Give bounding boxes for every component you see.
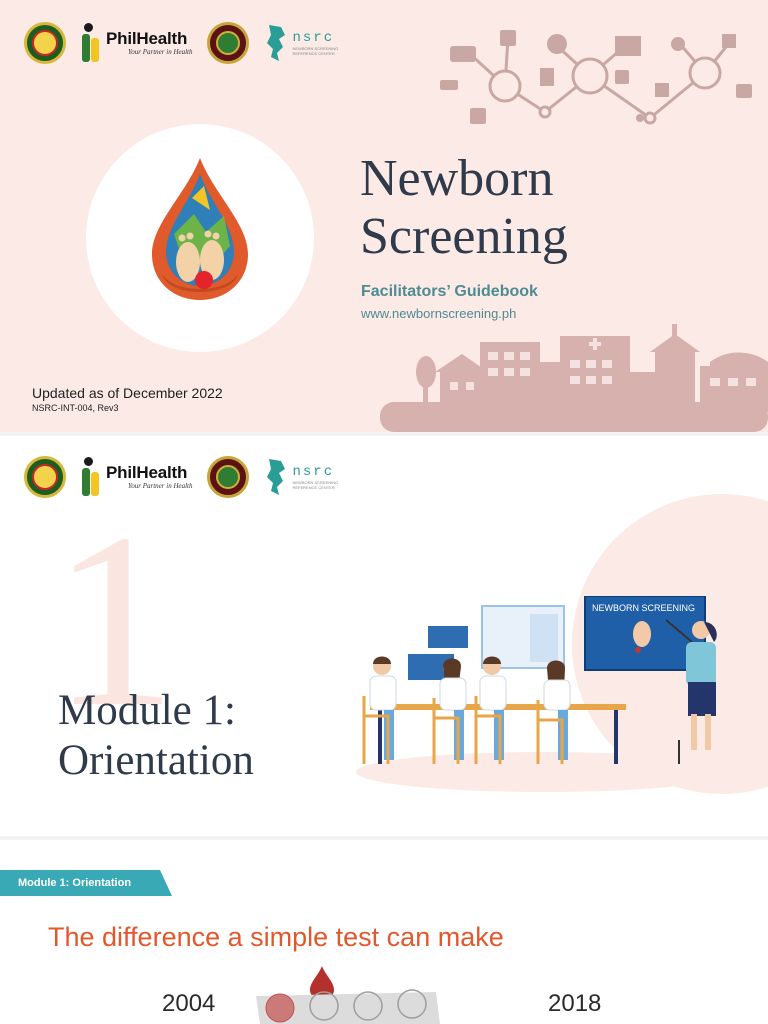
updated-date: Updated as of December 2022 <box>32 385 223 401</box>
nsrc-name: nsrc <box>292 464 335 480</box>
up-seal-logo <box>206 456 249 498</box>
cover-website: www.newbornscreening.ph <box>361 306 517 321</box>
doh-seal-logo <box>24 456 66 498</box>
philhealth-logo: PhilHealth Your Partner in Health <box>80 457 193 497</box>
module-title-line2: Orientation <box>58 737 254 784</box>
cover-slide: PhilHealth Your Partner in Health nsrc N… <box>0 0 768 432</box>
nsrc-logo: nsrc NEWBORN SCREENING REFERENCE CENTER <box>263 457 343 497</box>
blood-spot-card-illustration <box>256 966 440 1024</box>
cover-subtitle: Facilitators’ Guidebook <box>361 283 538 300</box>
module-title: Module 1: Orientation <box>58 686 254 786</box>
nsrc-subtitle: NEWBORN SCREENING REFERENCE CENTER <box>292 46 339 56</box>
philhealth-logo: PhilHealth Your Partner in Health <box>80 23 193 63</box>
cover-title: Newborn Screening <box>360 150 568 266</box>
health-network-illustration <box>440 30 752 125</box>
module-title-slide: 1 PhilHealth Your Partner in Health nsrc… <box>0 436 768 836</box>
board-text: NEWBORN SCREENING <box>592 603 695 613</box>
doh-seal-logo <box>24 22 66 64</box>
module-title-line1: Module 1: <box>58 687 236 734</box>
up-seal-logo <box>206 22 249 64</box>
philhealth-tagline: Your Partner in Health <box>128 48 193 56</box>
cover-title-line2: Screening <box>360 208 568 265</box>
newborn-footprint-drop-logo <box>152 158 248 300</box>
nsrc-subtitle: NEWBORN SCREENING REFERENCE CENTER <box>292 480 339 490</box>
slide-divider <box>0 432 768 436</box>
logo-circle <box>86 124 314 352</box>
nsrc-name: nsrc <box>292 30 335 46</box>
slide-divider <box>0 836 768 840</box>
partner-logos: PhilHealth Your Partner in Health nsrc N… <box>24 22 343 64</box>
year-2018-label: 2018 <box>548 990 602 1017</box>
philhealth-name: PhilHealth <box>106 463 188 482</box>
slide-headline: The difference a simple test can make <box>48 922 504 952</box>
module-tag: Module 1: Orientation <box>0 870 172 896</box>
module-number: 1 <box>52 482 177 759</box>
philhealth-tagline: Your Partner in Health <box>128 482 193 490</box>
year-2004-label: 2004 <box>162 990 216 1017</box>
philhealth-name: PhilHealth <box>106 29 188 48</box>
cover-title-line1: Newborn <box>360 150 554 207</box>
document-number: NSRC-INT-004, Rev3 <box>32 403 119 413</box>
nsrc-map-icon <box>266 459 285 495</box>
nsrc-logo: nsrc NEWBORN SCREENING REFERENCE CENTER <box>263 23 343 63</box>
classroom-illustration: NEWBORN SCREENING <box>356 596 732 792</box>
city-skyline-illustration <box>380 324 768 432</box>
partner-logos: PhilHealth Your Partner in Health nsrc N… <box>24 456 343 498</box>
nsrc-map-icon <box>266 25 285 61</box>
content-slide: Module 1: Orientation The difference a s… <box>0 840 768 1024</box>
